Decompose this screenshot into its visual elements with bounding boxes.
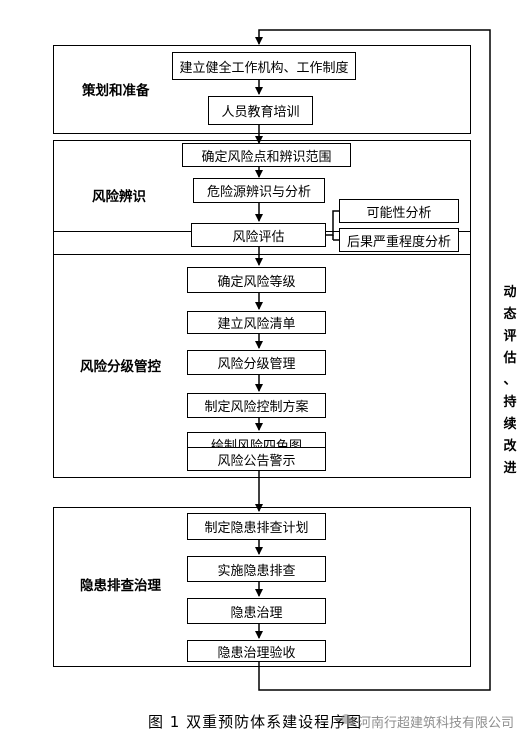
step-risk-grading: 风险分级管理 [187, 350, 326, 375]
feedback-loop-line [255, 29, 491, 691]
stage-label-hazard: 隐患排查治理 [80, 578, 161, 594]
step-risk-control-plan: 制定风险控制方案 [187, 393, 326, 418]
step-hazard-plan: 制定隐患排查计划 [187, 513, 326, 540]
step-risk-assessment: 风险评估 [191, 223, 326, 247]
step-staff-training: 人员教育培训 [208, 96, 313, 125]
feedback-label-char: 态 [503, 307, 517, 322]
feedback-label-char: 续 [503, 417, 517, 432]
figure-caption: 图 1 双重预防体系建设程序图 [148, 713, 363, 731]
step-hazard-acceptance: 隐患治理验收 [187, 640, 326, 662]
stage-label-control: 风险分级管控 [80, 359, 161, 375]
stage-identify-container [53, 140, 471, 255]
step-risk-list: 建立风险清单 [187, 311, 326, 334]
watermark-text: 河南行超建筑科技有限公司 [358, 716, 515, 731]
stage-hazard-container [53, 507, 471, 667]
feedback-label-char: 、 [503, 373, 517, 388]
step-build-organization: 建立健全工作机构、工作制度 [172, 52, 356, 80]
step-risk-level: 确定风险等级 [187, 267, 326, 293]
feedback-label-char: 估 [503, 351, 517, 366]
step-hazard-inspection: 实施隐患排查 [187, 556, 326, 582]
stage-label-identify: 风险辨识 [92, 189, 146, 205]
feedback-label-char: 持 [503, 395, 517, 410]
step-risk-notice: 风险公告警示 [187, 447, 326, 471]
feedback-label-char: 评 [503, 329, 517, 344]
bracket-s5-s6-s7 [326, 210, 339, 236]
wechat-icon [341, 714, 355, 726]
step-hazard-identification: 危险源辨识与分析 [193, 178, 325, 203]
stage-label-prep: 策划和准备 [82, 83, 150, 99]
step-hazard-governance: 隐患治理 [187, 598, 326, 624]
feedback-label-char: 改 [503, 439, 517, 454]
step-severity-analysis: 后果严重程度分析 [339, 228, 459, 252]
step-define-risk-points: 确定风险点和辨识范围 [182, 143, 351, 167]
step-likelihood-analysis: 可能性分析 [339, 199, 459, 223]
stage-prep-container [53, 45, 471, 134]
feedback-label-char: 动 [503, 285, 517, 300]
feedback-label-char: 进 [503, 461, 517, 476]
